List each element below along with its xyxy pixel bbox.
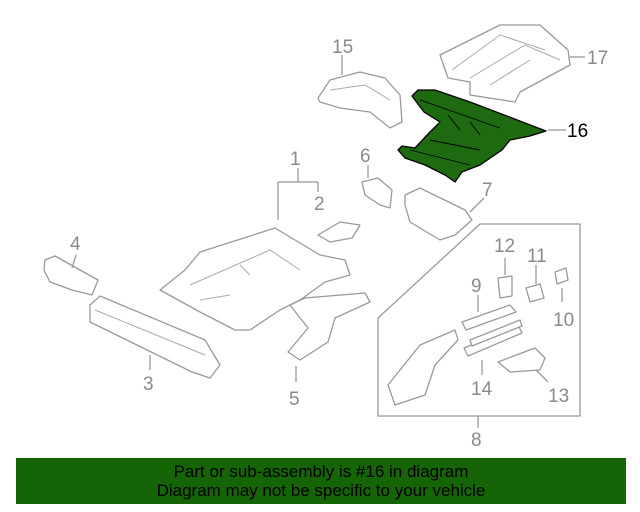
callout-2: 2	[314, 194, 325, 215]
callout-17: 17	[587, 48, 608, 69]
banner-line-2: Diagram may not be specific to your vehi…	[156, 481, 486, 500]
part-17[interactable]	[439, 24, 571, 103]
part-4[interactable]	[43, 255, 99, 296]
callout-9: 9	[471, 276, 482, 297]
callout-15: 15	[332, 37, 353, 58]
part-8[interactable]	[387, 329, 459, 406]
part-6[interactable]	[361, 177, 393, 209]
callout-11: 11	[527, 246, 547, 267]
part-10[interactable]	[554, 267, 569, 285]
callout-6: 6	[360, 146, 371, 167]
part-9[interactable]	[461, 304, 517, 331]
part-5[interactable]	[287, 292, 371, 361]
callout-7: 7	[482, 180, 493, 201]
callout-1: 1	[290, 149, 301, 170]
info-banner: Part or sub-assembly is #16 in diagram D…	[16, 458, 626, 504]
part-3[interactable]	[89, 295, 221, 379]
part-16-highlighted[interactable]	[397, 89, 547, 183]
part-7[interactable]	[404, 187, 473, 241]
part-14[interactable]	[463, 319, 523, 357]
callout-5: 5	[289, 389, 300, 410]
part-12[interactable]	[497, 275, 513, 299]
part-15[interactable]	[317, 71, 403, 129]
part-13[interactable]	[497, 347, 546, 373]
callout-16: 16	[567, 121, 588, 142]
callout-3: 3	[143, 374, 154, 395]
callout-8: 8	[471, 430, 482, 451]
callout-10: 10	[553, 310, 574, 331]
callout-14: 14	[471, 379, 493, 400]
callout-4: 4	[70, 234, 81, 255]
callout-13: 13	[548, 386, 569, 407]
part-1[interactable]	[159, 227, 351, 331]
part-2[interactable]	[317, 221, 361, 243]
banner-line-1: Part or sub-assembly is #16 in diagram	[173, 462, 469, 481]
part-11[interactable]	[525, 283, 545, 303]
callout-12: 12	[494, 236, 515, 257]
